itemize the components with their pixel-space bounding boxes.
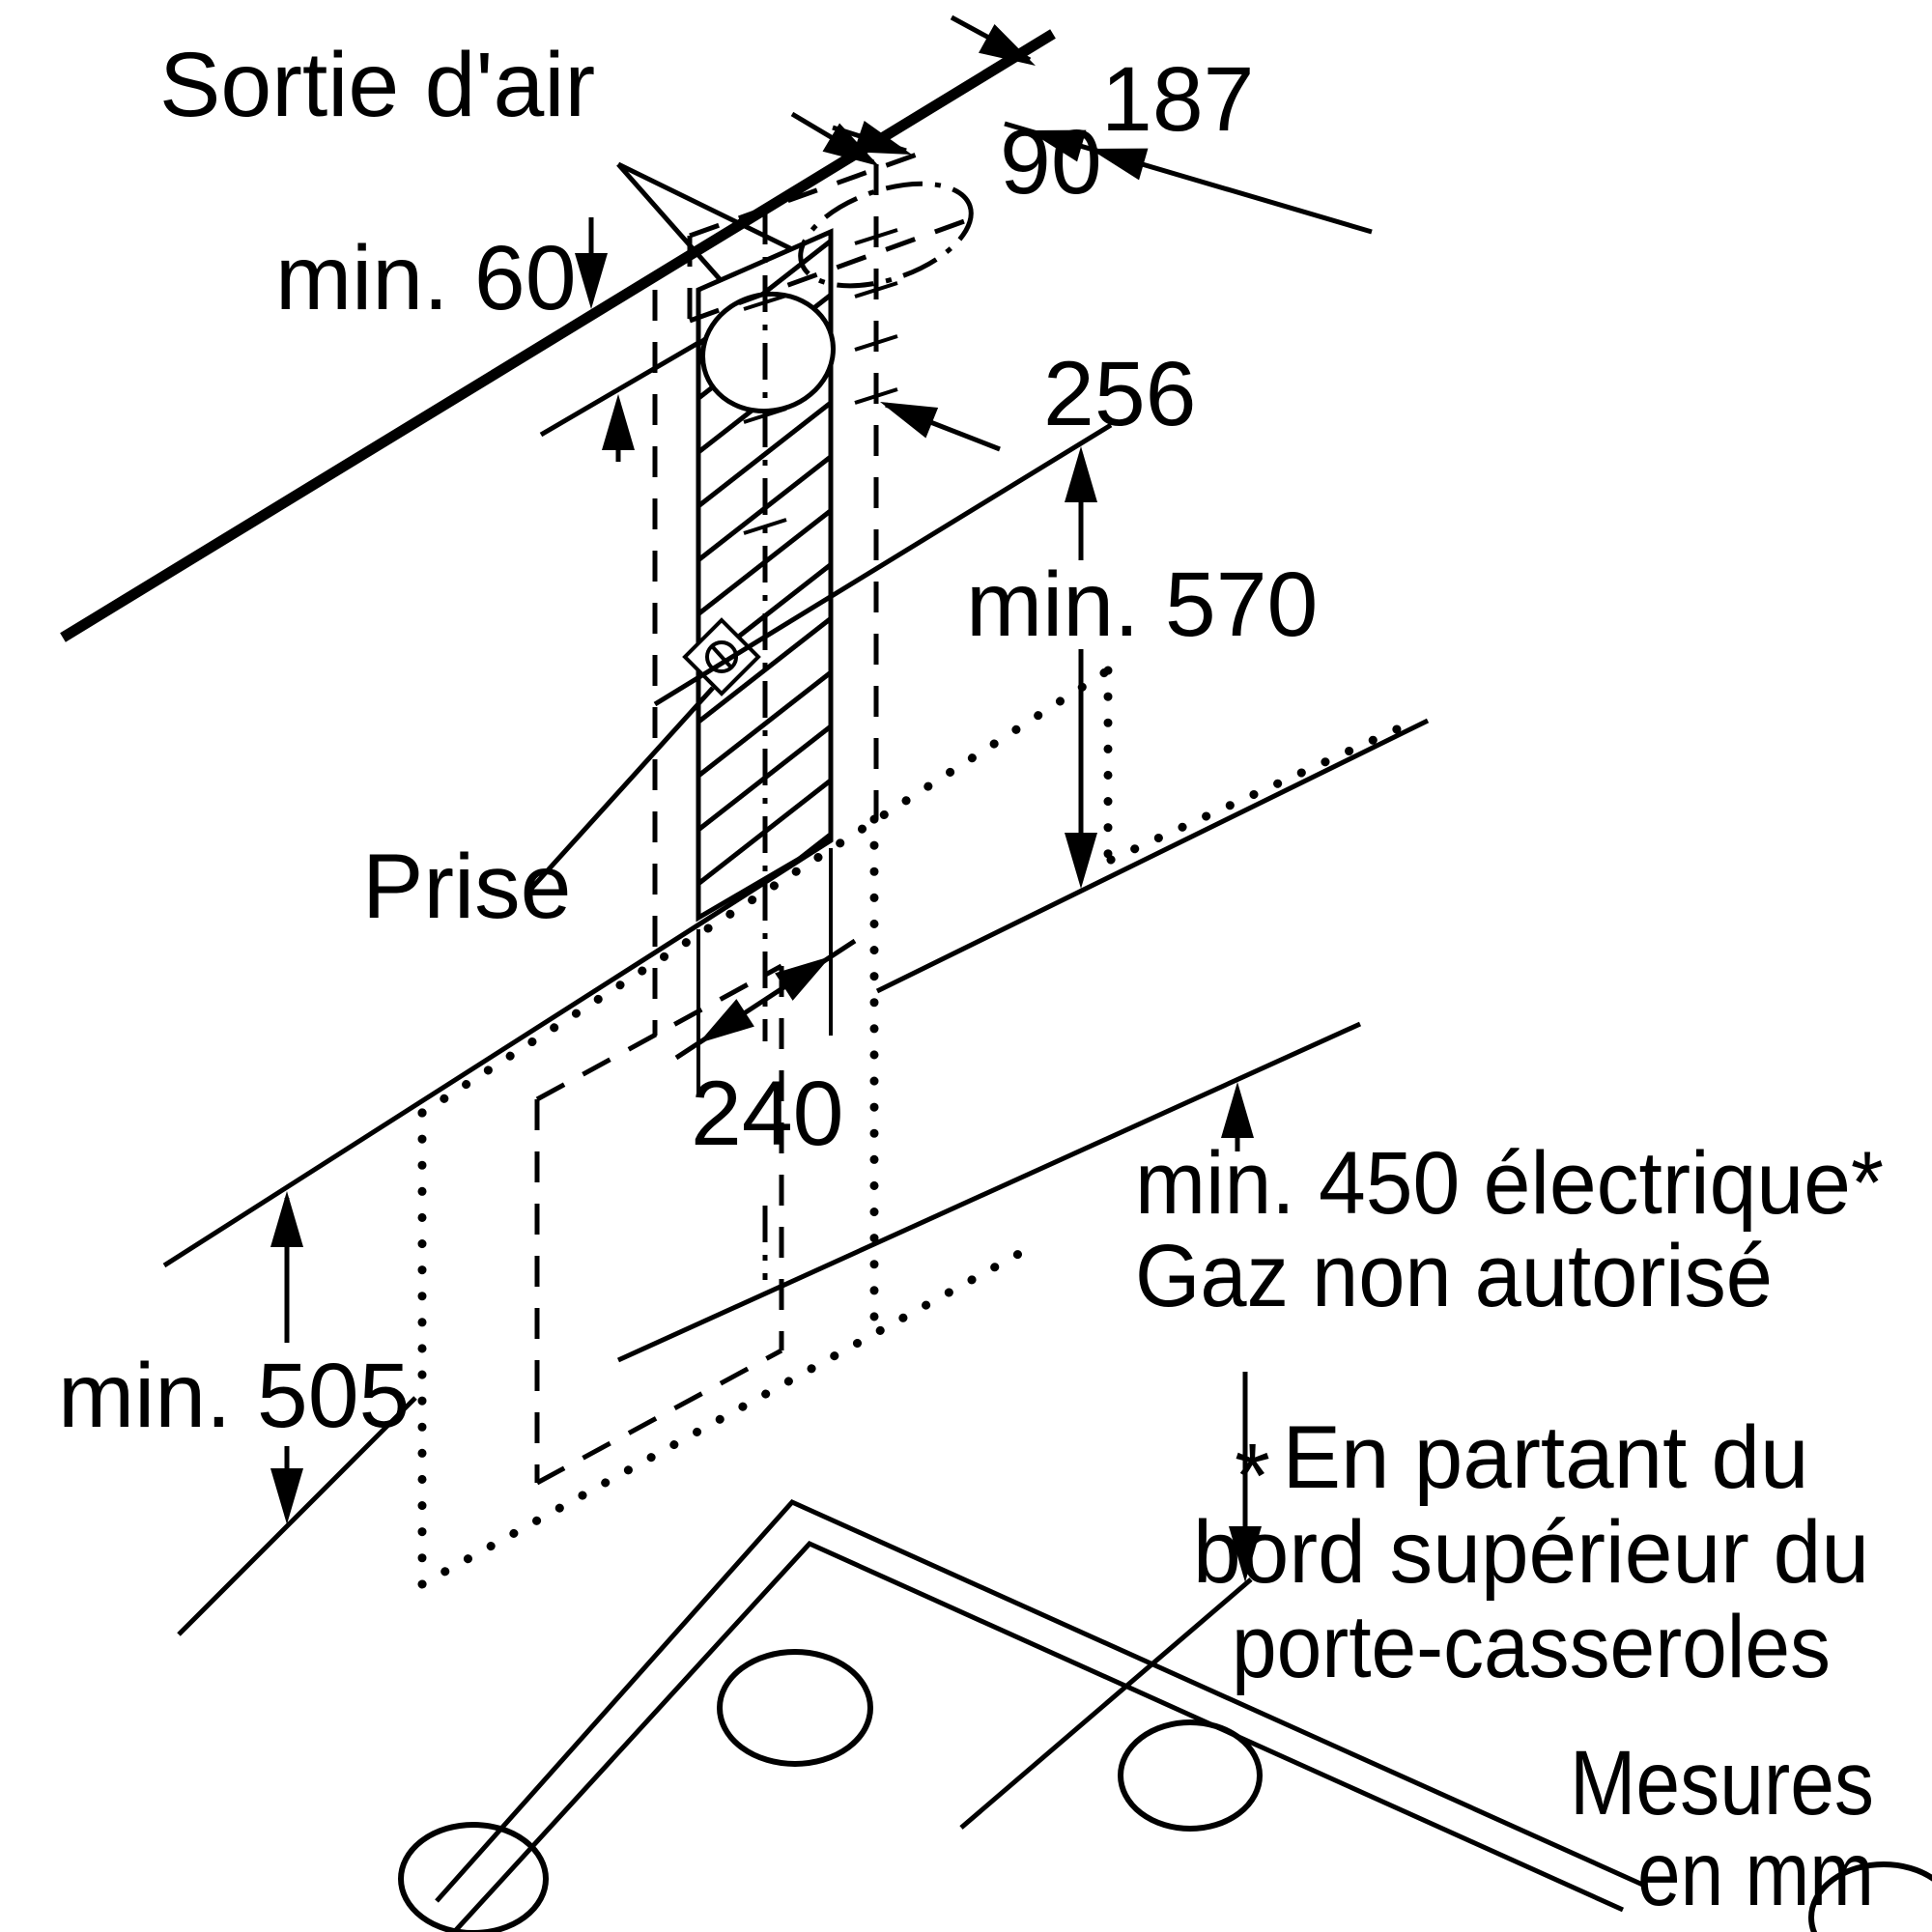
hob-reference-line: [959, 1577, 1253, 1830]
dim570-bottom-arrowhead: [1065, 833, 1097, 889]
ceiling-duct-opening: [798, 181, 974, 289]
min-chimney-label: min. 570: [966, 554, 1318, 656]
hood-depth-dotted-edge: [1106, 714, 1425, 865]
dim570-top-arrowhead: [1065, 446, 1097, 502]
center-tick-2: [854, 281, 898, 298]
air-outlet-label: Sortie d'air: [159, 34, 595, 136]
dim240-label: 240: [691, 1063, 844, 1165]
hood-top-dotted-edge: [417, 666, 1113, 1118]
socket-label: Prise: [362, 836, 571, 938]
dim90-label: 90: [1000, 111, 1102, 213]
cover-bottom-dashed-edge: [535, 1348, 783, 1486]
chimney-bottom-reference-line: [653, 422, 1113, 707]
footnote-asterisk: *: [1235, 1425, 1270, 1527]
min-ceiling-label: min. 60: [275, 227, 577, 329]
dim187-label: 187: [1101, 48, 1255, 151]
centerline-tick-3: [743, 518, 787, 535]
worktop-reference-line: [177, 1396, 417, 1636]
dim256-label: 256: [1043, 343, 1197, 445]
socket-leader: [527, 686, 715, 893]
centerline-tick-2: [743, 407, 787, 424]
burner-3: [398, 1822, 549, 1932]
min-side-label: min. 505: [58, 1345, 410, 1447]
units-line1: Mesures: [1570, 1732, 1874, 1834]
hob-inner-rim: [454, 1540, 1625, 1932]
duct-upper-dashed-edge: [689, 148, 928, 239]
hood-bottom-reference-line: [616, 1021, 1362, 1363]
gas-note-label: Gaz non autorisé: [1135, 1227, 1773, 1325]
min-hob-electric-label: min. 450 électrique*: [1135, 1134, 1884, 1233]
dim450-top-arrowhead: [1221, 1082, 1254, 1138]
burner-2: [1118, 1719, 1263, 1832]
min60-upper-arrowhead: [575, 253, 608, 309]
burner-1: [717, 1649, 873, 1767]
footnote-line1: En partant du: [1283, 1408, 1809, 1507]
footnote-line2: bord supérieur du: [1193, 1503, 1869, 1602]
centerline-tick-1: [743, 294, 787, 311]
hob-outer-rim: [435, 1498, 1649, 1903]
center-tick-3: [854, 334, 898, 352]
center-tick-1: [854, 228, 898, 245]
power-socket-detail: [711, 645, 733, 669]
cover-top-dashed-edge: [535, 963, 783, 1102]
hood-bottom-dotted-edge: [417, 1246, 1029, 1589]
hood-top-reference-line: [875, 718, 1430, 994]
footnote-line3: porte-casseroles: [1232, 1598, 1831, 1696]
ceiling-edge-line: [60, 29, 1056, 642]
burner-4: [1808, 1861, 1932, 1932]
units-line2: en mm: [1637, 1823, 1874, 1925]
min60-lower-arrowhead: [602, 394, 635, 450]
center-tick-4: [854, 387, 898, 405]
wall-line-upper: [162, 838, 833, 1268]
dim505-top-arrowhead: [270, 1191, 303, 1247]
